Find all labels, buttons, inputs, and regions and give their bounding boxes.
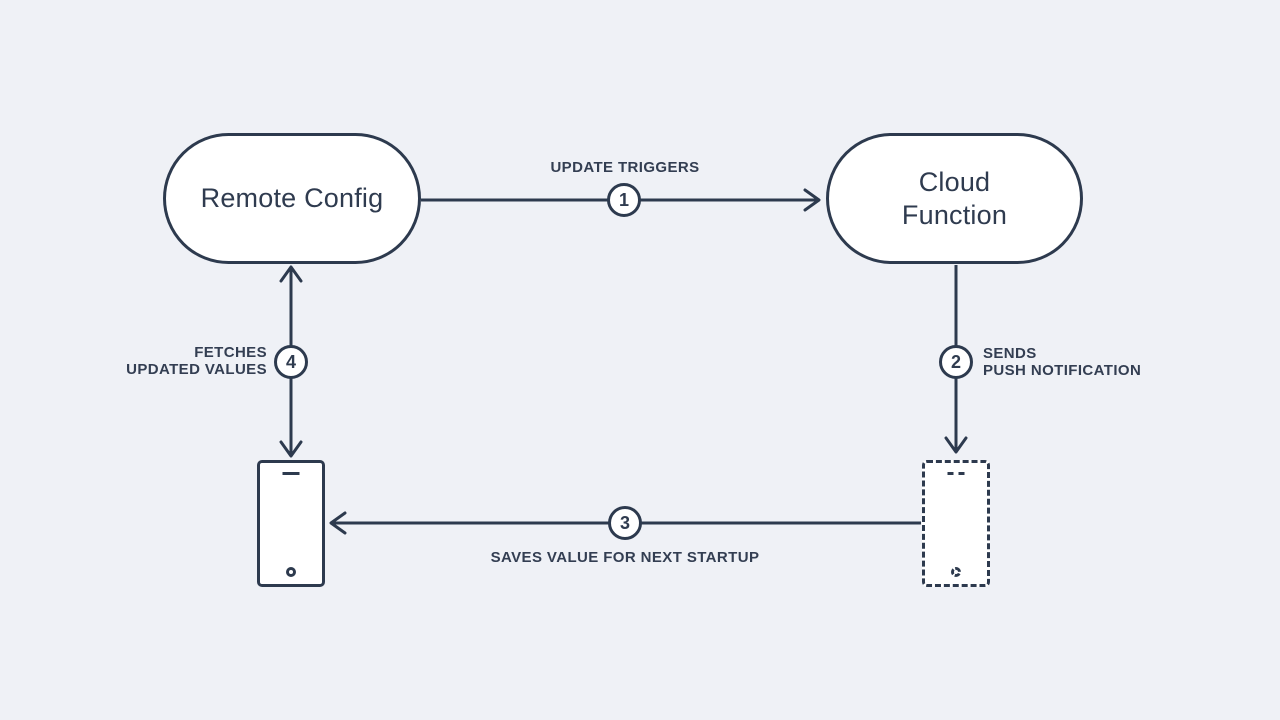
node-remote-config-label: Remote Config — [200, 183, 384, 214]
step-badge-2: 2 — [939, 345, 973, 379]
edge-label-saves-value: SAVES VALUE FOR NEXT STARTUP — [490, 549, 760, 566]
phone-home-button-icon — [286, 567, 296, 577]
arrowhead-down-icon — [279, 440, 303, 458]
smartphone-dashed-icon — [922, 460, 990, 587]
node-cloud-function-label: Cloud Function — [901, 167, 1008, 230]
arrowhead-left-icon — [329, 511, 347, 535]
step-number: 2 — [950, 351, 961, 372]
phone-speaker-icon — [947, 472, 965, 475]
arrowhead-up-icon — [279, 265, 303, 283]
step-badge-4: 4 — [274, 345, 308, 379]
arrowhead-down-icon — [944, 436, 968, 454]
step-number: 1 — [618, 189, 629, 210]
step-number: 3 — [619, 512, 630, 533]
step-badge-3: 3 — [608, 506, 642, 540]
step-badge-1: 1 — [607, 183, 641, 217]
edge-label-update-triggers: UPDATE TRIGGERS — [550, 159, 700, 176]
step-number: 4 — [285, 351, 296, 372]
edge-label-sends-push-notification: SENDS PUSH NOTIFICATION — [983, 345, 1142, 379]
arrowhead-right-icon — [803, 188, 821, 212]
edge-label-fetches-updated-values: FETCHES UPDATED VALUES — [126, 344, 267, 378]
phone-home-button-icon — [951, 567, 961, 577]
node-remote-config: Remote Config — [163, 133, 421, 264]
phone-speaker-icon — [282, 472, 300, 475]
smartphone-icon — [257, 460, 325, 587]
node-cloud-function: Cloud Function — [826, 133, 1083, 264]
